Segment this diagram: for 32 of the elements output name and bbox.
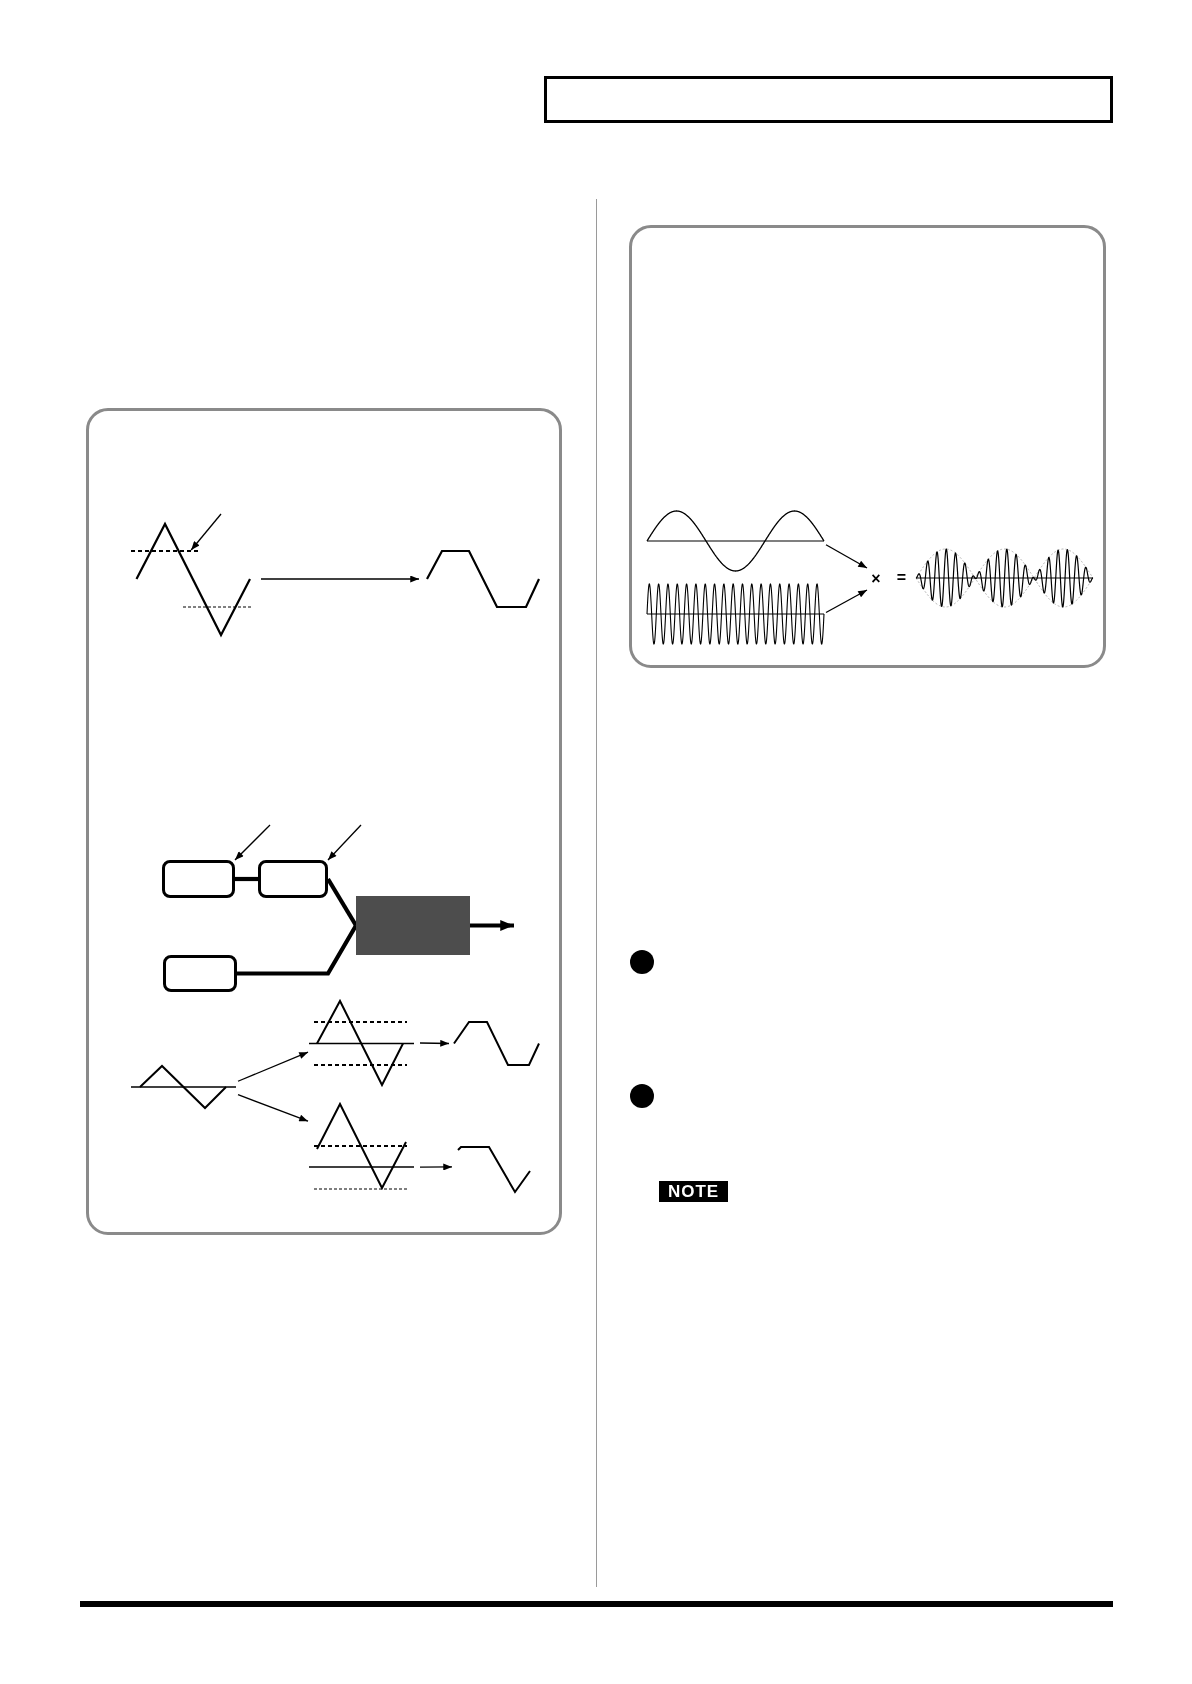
arrow xyxy=(260,575,420,583)
rounded-box xyxy=(163,955,237,992)
arrow xyxy=(419,1039,450,1047)
filled-box xyxy=(356,896,470,955)
arrow xyxy=(237,1051,309,1082)
triangle-wave xyxy=(129,1063,238,1111)
rounded-panel xyxy=(629,225,1106,668)
clipped-wave xyxy=(452,1019,541,1068)
modulated-wave xyxy=(914,546,1095,610)
connector-line xyxy=(235,876,258,882)
arrow xyxy=(237,1094,309,1122)
connector-line xyxy=(237,924,358,976)
clipped-wave xyxy=(455,1144,533,1195)
note-badge: NOTE xyxy=(659,1181,728,1202)
rounded-box xyxy=(162,860,235,898)
arrow xyxy=(419,1163,453,1171)
connector-line xyxy=(326,877,358,927)
clipped-wave xyxy=(425,548,541,610)
triangle-wave xyxy=(308,1100,417,1192)
equals-sign: = xyxy=(895,568,908,588)
triangle-wave xyxy=(308,997,417,1089)
arrow xyxy=(470,920,514,931)
rounded-box xyxy=(258,860,328,898)
rounded-panel xyxy=(86,408,562,1235)
carrier-wave xyxy=(646,582,826,647)
leader-arrow xyxy=(190,513,222,551)
arrow xyxy=(825,589,868,614)
sine-wave xyxy=(646,509,826,574)
leader-arrow xyxy=(327,824,362,861)
leader-arrow xyxy=(234,824,271,861)
arrow xyxy=(825,544,868,569)
multiply-sign: × xyxy=(867,568,885,590)
